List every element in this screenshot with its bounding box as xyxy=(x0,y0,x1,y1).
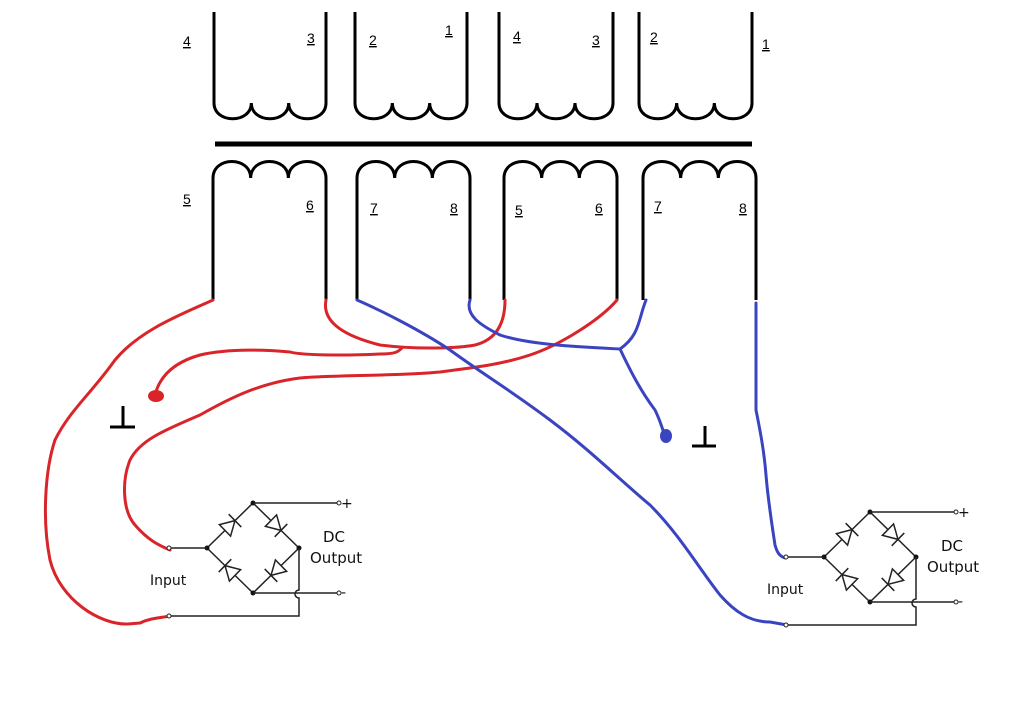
pin-label: 2 xyxy=(369,32,377,48)
pin-label: 3 xyxy=(307,30,315,46)
output-minus-terminal xyxy=(953,599,959,605)
ground-symbol-right xyxy=(692,426,716,448)
blue-wire-7-to-input-bottom xyxy=(355,298,789,627)
pin-label: 8 xyxy=(739,200,747,216)
rectifier-right-dc-label: DC xyxy=(941,537,963,555)
diode-icon xyxy=(880,522,900,541)
pin-label: 5 xyxy=(183,191,191,207)
pin-label: 2 xyxy=(650,29,658,45)
red-wire-to-ground-left xyxy=(153,346,404,397)
pin-label: 1 xyxy=(445,22,453,38)
diode-icon xyxy=(223,564,243,583)
primary-winding xyxy=(497,12,615,121)
blue-ground-connection-dot xyxy=(660,429,672,443)
input-terminal xyxy=(166,613,172,619)
diode-bar xyxy=(891,532,905,547)
output-minus-terminal xyxy=(336,590,342,596)
diode-bar xyxy=(274,523,288,538)
primary-winding xyxy=(637,12,754,121)
rectifier-left-dc-label: DC xyxy=(323,528,345,546)
rectifier-right-minus: - xyxy=(958,594,963,610)
rectifier-right-plus: + xyxy=(958,505,970,521)
secondary-winding xyxy=(502,160,619,300)
diode-bar xyxy=(218,558,232,573)
ground-symbol-left xyxy=(110,406,135,429)
output-plus-terminal xyxy=(953,509,959,515)
red-wire-6b-to-input-top xyxy=(123,298,619,552)
secondary-winding xyxy=(641,160,758,300)
red-ground-connection-dot xyxy=(148,390,164,402)
output-plus-terminal xyxy=(336,500,342,506)
primary-winding xyxy=(353,12,469,121)
rectifier-right-input-label: Input xyxy=(767,582,804,598)
bridge-rectifier-left xyxy=(166,500,342,619)
rectifier-left-minus: - xyxy=(341,585,346,601)
blue-wire-8-to-junction xyxy=(467,298,622,351)
pin-label: 4 xyxy=(183,33,191,49)
diode-bar xyxy=(264,568,278,583)
bridge-rectifier-right xyxy=(783,509,959,628)
diode-bar xyxy=(881,577,895,592)
input-lead-bottom xyxy=(169,548,300,617)
diode-icon xyxy=(886,567,906,586)
diode-icon xyxy=(840,573,860,592)
pin-label: 4 xyxy=(513,28,521,44)
diode-icon xyxy=(217,519,237,538)
input-lead-bottom xyxy=(786,557,917,626)
diode-icon xyxy=(269,558,289,577)
input-terminal xyxy=(166,545,172,551)
pin-label: 6 xyxy=(306,197,314,213)
input-terminal xyxy=(783,554,789,560)
diode-icon xyxy=(263,513,283,532)
red-circuit xyxy=(43,298,619,626)
pin-label: 5 xyxy=(515,202,523,218)
pin-label: 7 xyxy=(654,198,662,214)
red-wire-5-to-input-bottom xyxy=(43,298,215,626)
pin-label: 1 xyxy=(762,36,770,52)
secondary-winding xyxy=(211,160,328,300)
primary-winding xyxy=(212,12,328,121)
rectifier-left-plus: + xyxy=(341,496,353,512)
blue-wire-8b-to-input-top xyxy=(754,301,787,560)
pin-label: 7 xyxy=(370,200,378,216)
diode-bar xyxy=(835,567,849,582)
blue-circuit xyxy=(355,298,789,627)
secondary-winding xyxy=(355,160,472,300)
rectifier-left-input-label: Input xyxy=(150,573,187,589)
diode-bar xyxy=(845,522,859,537)
diode-bar xyxy=(228,513,242,528)
pin-label: 6 xyxy=(595,200,603,216)
rectifier-left-output-label: Output xyxy=(310,549,362,567)
red-wire-6-to-right6 xyxy=(323,298,507,350)
pin-label: 8 xyxy=(450,200,458,216)
blue-wire-junction-to-ground xyxy=(618,347,666,435)
blue-wire-7b-to-junction xyxy=(618,298,648,351)
rectifier-right-output-label: Output xyxy=(927,558,979,576)
pin-label: 3 xyxy=(592,32,600,48)
input-terminal xyxy=(783,622,789,628)
diode-icon xyxy=(834,528,854,547)
